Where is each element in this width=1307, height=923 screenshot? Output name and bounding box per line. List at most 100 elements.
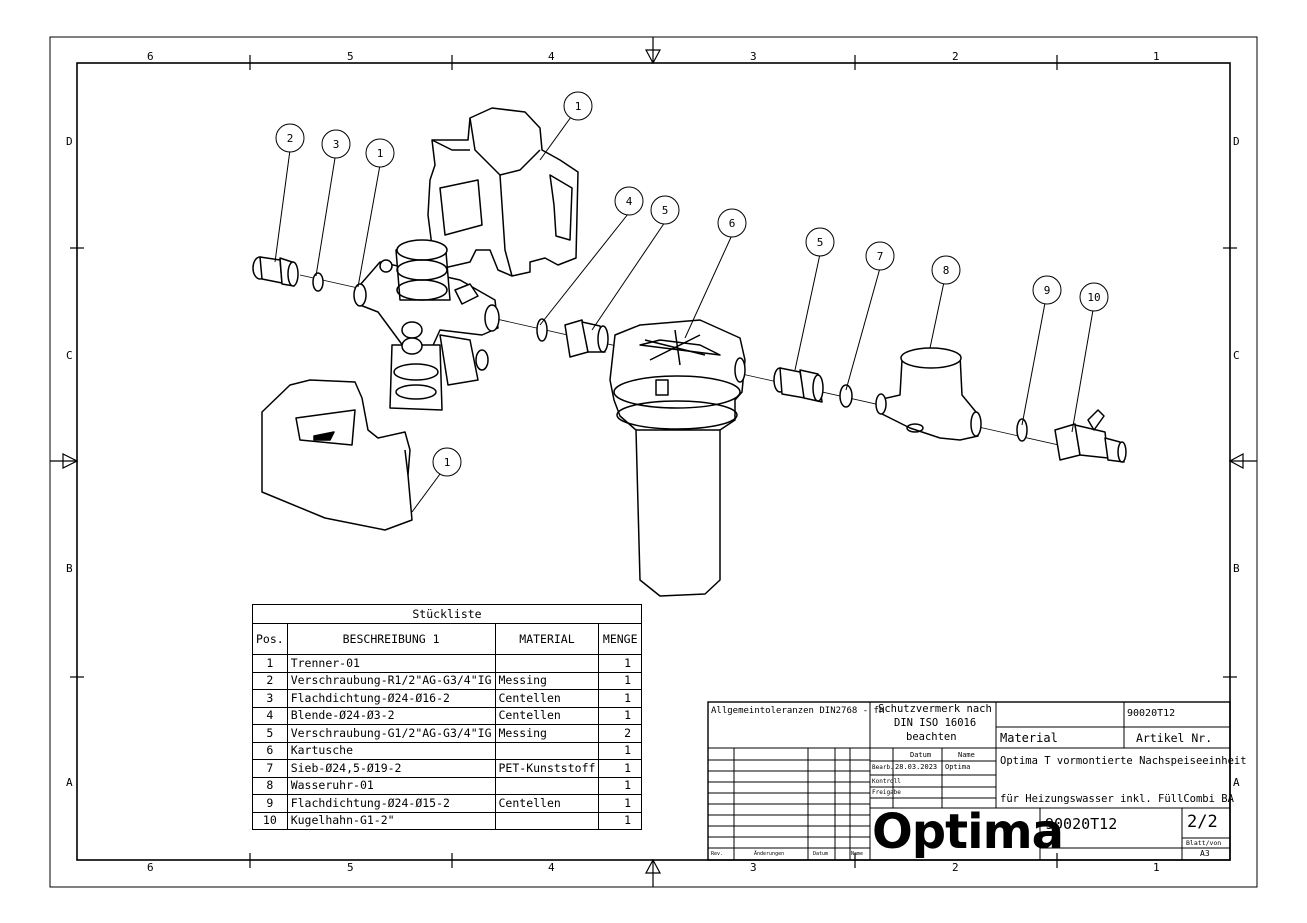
- sheet-label: Blatt/von: [1186, 839, 1222, 847]
- balloon-label: 6: [729, 217, 736, 230]
- balloon-label: 1: [444, 456, 451, 469]
- protection-note-line-2: DIN ISO 16016: [894, 717, 977, 729]
- protection-note-line-1: Schutzvermerk nach: [878, 703, 992, 715]
- parts-list-caption: Stückliste: [252, 604, 642, 624]
- part-4-orifice: [536, 318, 548, 342]
- zone-col-label: 4: [548, 50, 555, 63]
- row-description: Trenner-01: [286, 654, 496, 673]
- row-description: Wasseruhr-01: [286, 776, 496, 795]
- row-material: Messing: [494, 724, 600, 743]
- changes-label: Änderungen: [754, 851, 785, 857]
- zone-col-label: 3: [750, 861, 757, 874]
- balloon-label: 2: [287, 132, 294, 145]
- part-7-sieve: [839, 384, 853, 408]
- row-quantity: 1: [598, 759, 642, 778]
- row-pos: 7: [252, 759, 288, 778]
- balloon-label: 8: [943, 264, 950, 277]
- part-6-filter-cartridge: [609, 319, 746, 597]
- row-quantity: 2: [598, 724, 642, 743]
- row-pos: 1: [252, 654, 288, 673]
- exploded-assembly: [252, 107, 1127, 597]
- drawing-frame: [49, 36, 1258, 888]
- title-block-grid: [707, 701, 1231, 861]
- balloon-label: 3: [333, 138, 340, 151]
- sheet-number: 2/2: [1187, 812, 1218, 832]
- part-5-union-right: [773, 367, 824, 403]
- zone-col-label: 1: [1153, 50, 1160, 63]
- row-quantity: 1: [598, 794, 642, 813]
- zone-col-label: 3: [750, 50, 757, 63]
- balloon-label: 5: [662, 204, 669, 217]
- row-description: Blende-Ø24-Ø3-2: [286, 706, 496, 725]
- row-description: Flachdichtung-Ø24-Ø15-2: [286, 794, 496, 813]
- protection-note-line-3: beachten: [906, 731, 957, 743]
- zone-row-label: B: [66, 562, 73, 575]
- header-pos: Pos.: [252, 623, 288, 655]
- row-pos: 2: [252, 671, 288, 690]
- row-material: [494, 741, 600, 760]
- material-label: Material: [1000, 731, 1058, 745]
- company-logo: Optima: [872, 804, 1064, 860]
- row-description: Verschraubung-R1/2"AG-G3/4"IG: [286, 671, 496, 690]
- part-5-union: [564, 319, 609, 358]
- balloon-label: 4: [626, 195, 633, 208]
- row-pos: 5: [252, 724, 288, 743]
- checked-label: Kontroll: [872, 778, 901, 785]
- zone-col-label: 1: [1153, 861, 1160, 874]
- document-number-top: 90020T12: [1127, 708, 1176, 719]
- revision-date-label: Datum: [813, 851, 829, 857]
- zone-labels: 6 5 4 3 2 1 6 5 4 3 2 1 D C B A D C B A: [66, 50, 1240, 874]
- row-pos: 6: [252, 741, 288, 760]
- row-pos: 10: [252, 811, 288, 830]
- zone-col-label: 6: [147, 50, 154, 63]
- row-material: [494, 811, 600, 830]
- balloon-labels: 1 2 3 1 4 5 6 5 7 8 9 10 1: [287, 100, 1101, 469]
- row-quantity: 1: [598, 689, 642, 708]
- part-2-fitting: [252, 256, 299, 287]
- position-balloons: [274, 91, 1109, 513]
- drawing-description-line-1: Optima T vormontierte Nachspeiseeinheit: [1000, 755, 1247, 767]
- row-pos: 9: [252, 794, 288, 813]
- zone-col-label: 6: [147, 861, 154, 874]
- part-3-gasket: [312, 272, 324, 292]
- drawing-description-line-2: für Heizungswasser inkl. FüllCombi BA: [1000, 793, 1234, 805]
- row-description: Kugelhahn-G1-2": [286, 811, 496, 830]
- zone-row-label: C: [66, 349, 73, 362]
- drawn-date: 28.03.2023: [895, 763, 938, 771]
- row-material: Centellen: [494, 794, 600, 813]
- drawn-by-label: Bearb.: [872, 764, 894, 771]
- row-quantity: 1: [598, 776, 642, 795]
- header-description: BESCHREIBUNG 1: [286, 623, 496, 655]
- row-quantity: 1: [598, 671, 642, 690]
- row-pos: 3: [252, 689, 288, 708]
- balloon-label: 10: [1087, 291, 1100, 304]
- row-quantity: 1: [598, 706, 642, 725]
- paper-format: A3: [1200, 849, 1210, 858]
- zone-row-label: C: [1233, 349, 1240, 362]
- drawn-by-name: Optima: [945, 763, 971, 771]
- part-10-ball-valve: [1054, 409, 1127, 463]
- row-pos: 8: [252, 776, 288, 795]
- row-quantity: 1: [598, 741, 642, 760]
- article-number-label: Artikel Nr.: [1136, 731, 1213, 745]
- revision-label: Rev.: [711, 851, 724, 857]
- zone-row-label: A: [66, 776, 73, 789]
- zone-col-label: 5: [347, 861, 354, 874]
- zone-col-label: 5: [347, 50, 354, 63]
- date-column-label: Datum: [910, 751, 932, 759]
- parts-list-table: Stückliste Pos. BESCHREIBUNG 1 MATERIAL …: [252, 604, 642, 830]
- zone-col-label: 2: [952, 50, 959, 63]
- part-8-water-meter: [875, 347, 982, 441]
- row-description: Flachdichtung-Ø24-Ø16-2: [286, 689, 496, 708]
- row-quantity: 1: [598, 654, 642, 673]
